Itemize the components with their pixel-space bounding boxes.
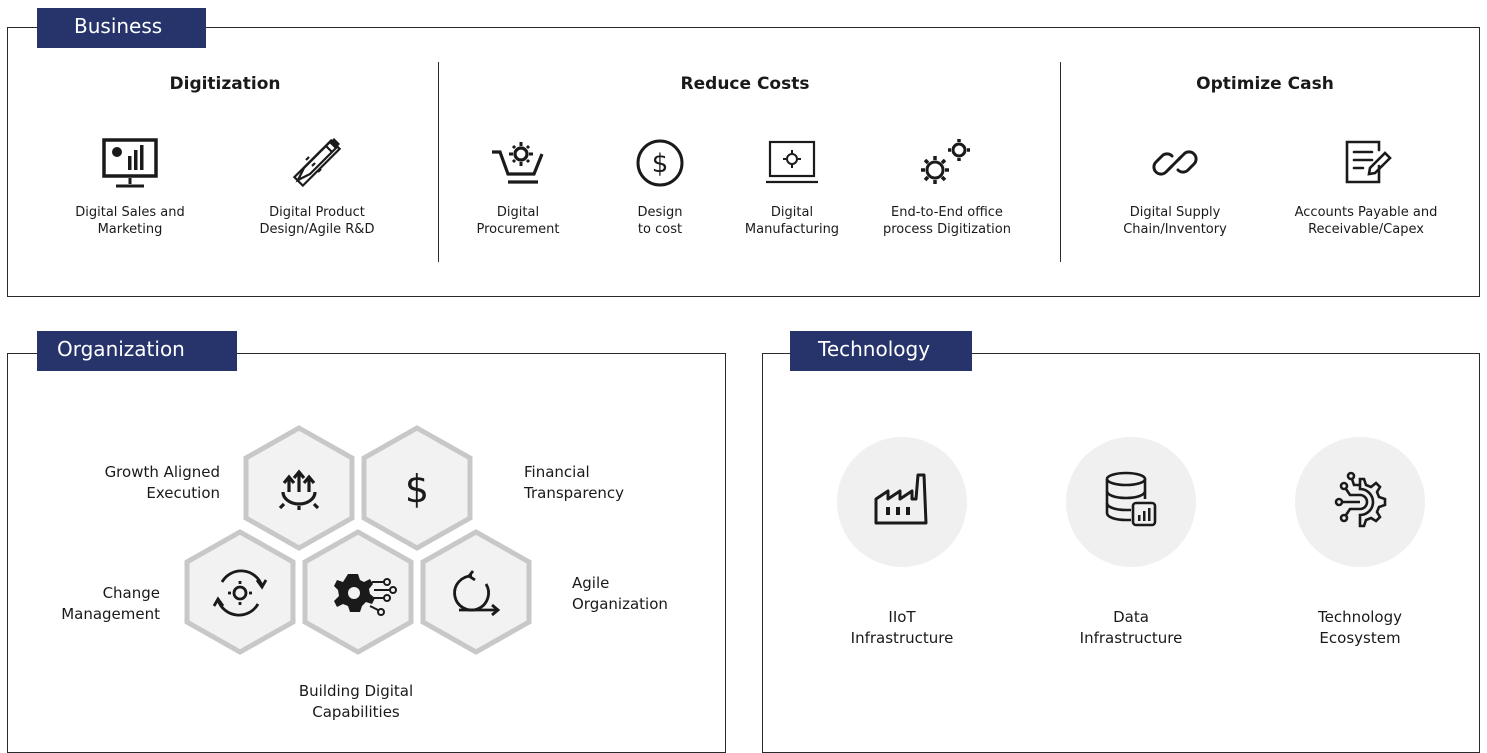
- digital-gear-icon: [334, 574, 397, 616]
- label-growth-aligned-execution: Growth Aligned Execution: [104, 463, 220, 502]
- hex-agile: [420, 529, 532, 655]
- business-item: Digital Sales and Marketing: [50, 136, 210, 238]
- label-financial-transparency: Financial Transparency: [524, 463, 625, 502]
- laptop-gear-icon: [766, 140, 818, 184]
- gear-cycle-icon: [212, 569, 268, 617]
- label-agile-organization: Agile Organization: [572, 574, 668, 613]
- business-item: Digital Supply Chain/Inventory: [1090, 136, 1260, 238]
- gears-icon: [921, 139, 970, 184]
- item-label: Accounts Payable and Receivable/Capex: [1294, 205, 1438, 237]
- business-item: End-to-End office process Digitization: [862, 136, 1032, 238]
- document-edit-icon: [1345, 140, 1392, 184]
- business-item: Digital Manufacturing: [727, 136, 857, 238]
- tech-circle-ecosystem: [1295, 437, 1425, 567]
- category-title-digitization: Digitization: [169, 74, 281, 94]
- category-title-optimize-cash: Optimize Cash: [1196, 74, 1334, 94]
- chain-link-icon: [1152, 150, 1198, 176]
- business-tab: Business: [37, 8, 206, 48]
- dollar-circle-icon: $: [636, 139, 684, 187]
- cart-gear-icon: [492, 142, 544, 184]
- business-panel: [7, 27, 1480, 297]
- label-change-management: Change Management: [61, 584, 160, 623]
- cycle-arrow-icon: [453, 570, 501, 617]
- tech-label-ecosystem: Technology Ecosystem: [1317, 608, 1403, 647]
- factory-icon: [874, 473, 928, 525]
- tech-circle-iiot: [837, 437, 967, 567]
- divider: [1060, 62, 1061, 262]
- database-chart-icon: [1105, 471, 1157, 527]
- item-label: Digital Product Design/Agile R&D: [259, 205, 375, 237]
- business-item: Digital Procurement: [458, 136, 578, 238]
- organization-tab: Organization: [37, 331, 237, 371]
- divider: [438, 62, 439, 262]
- tech-label-iiot: IIoT Infrastructure: [850, 608, 954, 647]
- monitor-chart-icon: [102, 138, 158, 188]
- item-label: End-to-End office process Digitization: [883, 205, 1011, 237]
- item-label: Design to cost: [637, 205, 683, 237]
- item-label: Digital Procurement: [476, 205, 560, 237]
- tech-label-data: Data Infrastructure: [1079, 608, 1183, 647]
- hex-financial: [361, 425, 473, 551]
- hex-change: [184, 529, 296, 655]
- tech-circle-data: [1066, 437, 1196, 567]
- item-label: Digital Manufacturing: [744, 205, 840, 237]
- hexagon-cluster: $: [184, 425, 532, 655]
- category-title-reduce-costs: Reduce Costs: [680, 74, 810, 94]
- label-building-digital-capabilities: Building Digital Capabilities: [298, 682, 414, 721]
- item-label: Digital Supply Chain/Inventory: [1123, 205, 1227, 237]
- svg-text:$: $: [652, 149, 669, 179]
- circuit-gear-icon: [1334, 471, 1387, 528]
- growth-arrows-icon: [278, 469, 320, 510]
- business-item: Accounts Payable and Receivable/Capex: [1276, 136, 1456, 238]
- dollar-sign-icon: $: [405, 467, 429, 511]
- business-item: $ Design to cost: [610, 136, 710, 238]
- pencil-ruler-icon: [292, 138, 342, 188]
- technology-tab: Technology: [790, 331, 972, 371]
- item-label: Digital Sales and Marketing: [75, 205, 185, 237]
- business-item: Digital Product Design/Agile R&D: [237, 136, 397, 238]
